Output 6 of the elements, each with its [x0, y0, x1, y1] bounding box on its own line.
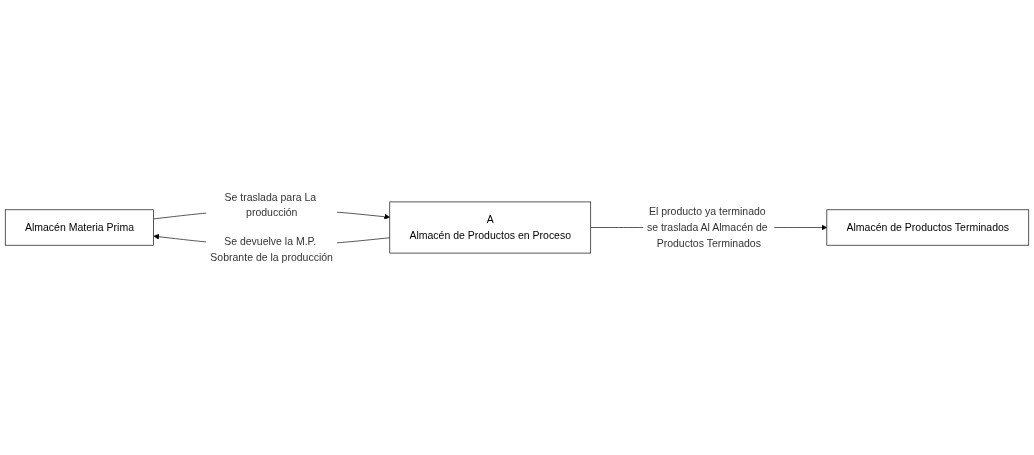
node-box: Almacén Materia Prima: [4, 209, 154, 246]
node-box: Almacén de Productos Terminados: [826, 209, 1030, 246]
edge-label: El producto ya terminado se traslada Al Almacén de Productos Terminados: [646, 205, 768, 249]
edge-label: Se traslada para La producción: [224, 191, 317, 219]
edge-label: Se devuelve la M.P. Sobrante de la producción: [210, 236, 333, 263]
node-box: A Almacén de Productos en Proceso: [389, 201, 592, 254]
